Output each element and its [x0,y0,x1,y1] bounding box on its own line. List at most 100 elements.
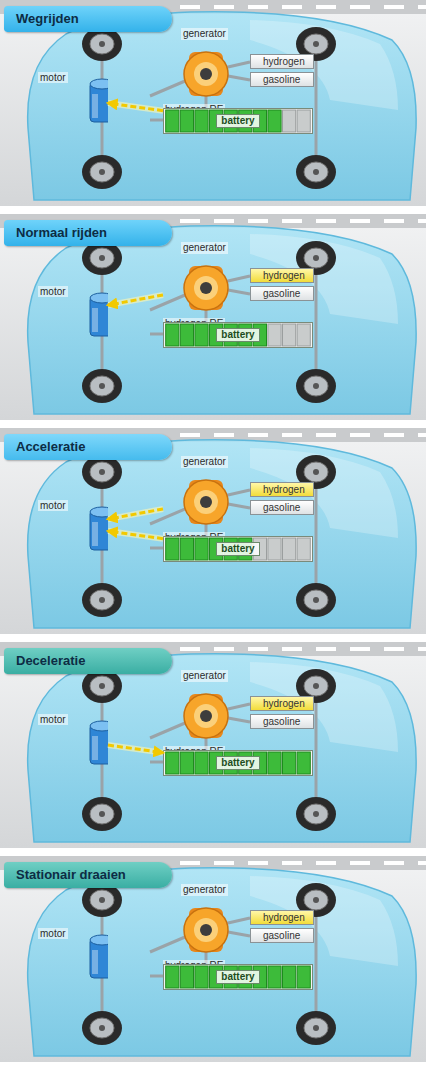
battery-pack: battery [163,964,313,990]
battery-cell [166,538,179,560]
lane-mark [180,433,200,437]
generator-unit: generatorhydrogen RE [163,456,249,546]
wheel [82,455,122,489]
lane-mark [384,647,404,651]
battery-case [164,537,313,562]
lane-mark [350,5,370,9]
generator-shaft [200,496,212,508]
lane-mark [316,219,336,223]
generator-unit: generatorhydrogen RE [163,242,249,332]
fuel-tank: hydrogen [250,482,314,497]
hub [99,41,105,47]
phase-name: Deceleratie [16,653,172,668]
fuel-label: gasoline [263,502,313,514]
battery-cell [297,966,310,988]
tyre [82,455,122,489]
rim [304,462,328,482]
motor-unit: motor [34,706,108,774]
tyre [296,583,336,617]
component-label: generator [181,670,228,682]
lane-mark [418,5,426,9]
motor-top [90,293,108,303]
battery-cell [283,110,296,132]
generator-face [184,266,228,310]
battery-cell [268,538,281,560]
lane-mark [384,433,404,437]
tyre [82,155,122,189]
road-background [0,856,426,1062]
component-label: motor [38,928,68,939]
battery-pack: battery [163,108,313,134]
lane-mark [316,433,336,437]
fuel-tank: gasoline [250,500,314,515]
hub [99,811,105,817]
generator-unit: generatorhydrogen RE [163,670,249,760]
wheel [82,1011,122,1045]
lane-mark [180,647,200,651]
generator-shaft [200,282,212,294]
lane-mark [384,861,404,865]
rim [304,804,328,824]
component-label: generator [181,242,228,254]
phase-title: Deceleratie [4,648,172,674]
rim [304,162,328,182]
generator-face [184,52,228,96]
hub [313,255,319,261]
rim [90,890,114,910]
battery-cell [180,966,193,988]
generator-face [184,480,228,524]
battery-pack: battery [163,536,313,562]
hub [313,383,319,389]
tyre [82,27,122,61]
lane-mark [282,5,302,9]
lane-mark [316,647,336,651]
generator-ring [194,62,218,86]
battery-cell [195,752,208,774]
hub [99,255,105,261]
hub [99,897,105,903]
phase-title: Acceleratie [4,434,172,460]
tyre [82,669,122,703]
fuel-label: gasoline [263,930,313,942]
fuel-label: hydrogen [263,698,313,710]
pipe-line [315,476,318,598]
rim [90,248,114,268]
lane-mark [248,861,268,865]
motor-unit: motor [34,64,108,132]
battery-cell [180,752,193,774]
pipe-line [315,690,318,812]
generator-ring [194,704,218,728]
battery-case [164,109,313,134]
battery-cell [166,110,179,132]
tyre [82,1011,122,1045]
wheel [296,583,336,617]
battery-cell [268,110,281,132]
wheel [82,369,122,403]
battery-cell [195,966,208,988]
tyre [296,155,336,189]
flow-glow [108,295,163,305]
pipe-line [315,262,318,384]
battery-cell [195,110,208,132]
pipe-line [315,904,318,1026]
lane-mark [316,861,336,865]
flow-glow [108,531,163,539]
motor-shine [92,94,98,118]
battery-cell [297,324,310,346]
panel-scene [0,214,426,420]
battery-cell [180,110,193,132]
lane-mark [248,5,268,9]
lane-mark [282,219,302,223]
generator-ring [194,276,218,300]
battery-cell [268,966,281,988]
wheel [82,155,122,189]
road-background [0,0,426,206]
panel-scene [0,642,426,848]
battery-cell [297,538,310,560]
lane-mark [282,647,302,651]
generator-ring [194,918,218,942]
generator-face [184,694,228,738]
flow-glow [108,509,163,519]
panel-scene [0,0,426,206]
fuel-tank: hydrogen [250,54,314,69]
